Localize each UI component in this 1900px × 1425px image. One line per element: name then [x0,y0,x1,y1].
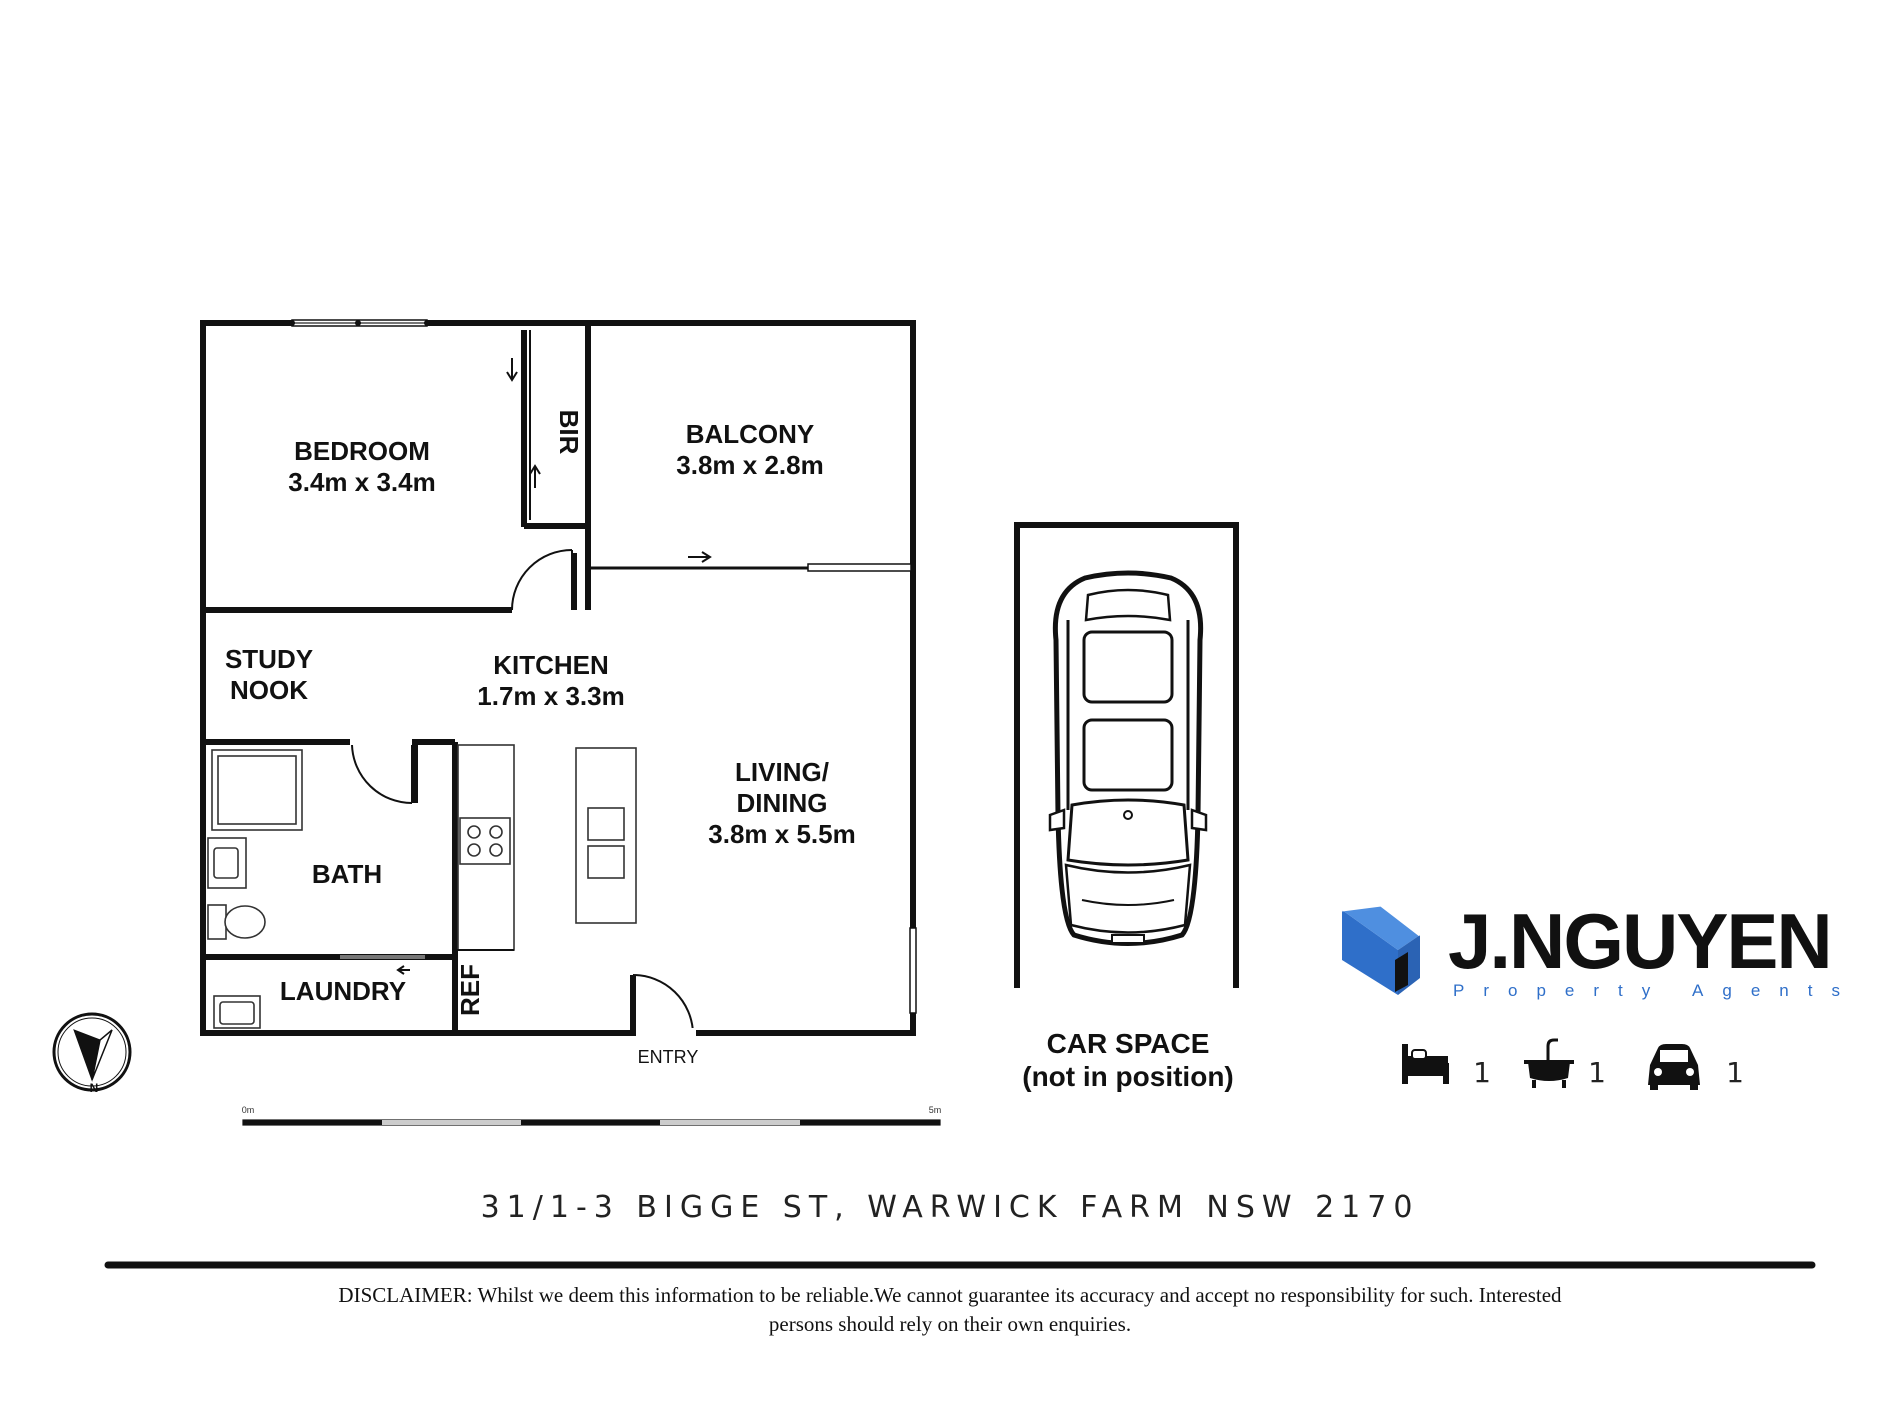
bir-arrow-top [506,358,518,382]
entry-label: ENTRY [638,1047,699,1067]
car-space-label-2: (not in position) [1022,1061,1234,1092]
compass-icon: N [52,1012,132,1095]
bedroom-count: 1 [1473,1056,1491,1089]
scale-end-label: 5m [929,1105,942,1115]
balcony-size: 3.8m x 2.8m [676,450,823,480]
balcony-window [807,563,912,572]
bedroom-door-swing [511,549,573,611]
entry-opening [636,1028,696,1036]
sink-bowl [587,807,625,841]
study-label-1: STUDY [225,644,313,674]
brand-tagline: Property Agents [1453,981,1859,1000]
brand-name: J.NGUYEN [1448,897,1831,985]
burner [489,825,503,839]
bed-icon [1402,1044,1449,1084]
ref-label: REF [455,964,485,1016]
scale-bar: 0m 5m [242,1105,942,1126]
entry-door-swing [632,974,694,1034]
bath-door-swing [351,744,413,804]
burner [467,843,481,857]
house-icon [1341,903,1421,995]
sink-bowl [587,845,625,879]
car-icon [1048,570,1208,946]
toilet-bowl [224,905,266,939]
shower-tray [217,755,297,825]
living-label-1: LIVING/ [735,757,829,787]
bathroom-count: 1 [1588,1056,1606,1089]
bath-icon [1524,1038,1574,1088]
basin [213,847,239,879]
disclaimer-line-2: persons should rely on their own enquiri… [769,1312,1131,1336]
floor-plan: BEDROOM 3.4m x 3.4m BIR BALCONY 3.8m x 2… [200,319,917,1067]
outer-wall [200,320,916,1036]
bedroom-size: 3.4m x 3.4m [288,467,435,497]
bath-label: BATH [312,859,382,889]
toilet-cistern [207,904,227,940]
disclaimer-line-1: DISCLAIMER: Whilst we deem this informat… [338,1283,1562,1307]
bedroom-window [289,319,430,327]
feature-counts: 1 1 1 [1402,1038,1744,1090]
scale-start-label: 0m [242,1105,255,1115]
car-space-label-1: CAR SPACE [1047,1028,1210,1059]
laundry-basin [219,1001,255,1025]
living-label-2: DINING [737,788,828,818]
laundry-label: LAUNDRY [280,976,406,1006]
living-window [909,927,917,1014]
kitchen-name: KITCHEN [493,650,609,680]
bedroom-name: BEDROOM [294,436,430,466]
cooktop [459,817,511,865]
living-size: 3.8m x 5.5m [708,819,855,849]
compass-north-label: N [90,1081,99,1095]
car-space: CAR SPACE (not in position) [1014,522,1239,1092]
property-address: 31/1-3 BIGGE ST, WARWICK FARM NSW 2170 [481,1190,1420,1225]
study-label-2: NOOK [230,675,308,705]
bir-arrow-bottom [529,464,541,488]
bir-label: BIR [554,410,584,455]
burner [467,825,481,839]
kitchen-size: 1.7m x 3.3m [477,681,624,711]
parking-count: 1 [1726,1056,1744,1089]
agency-logo: J.NGUYEN Property Agents [1341,897,1859,1000]
balcony-name: BALCONY [686,419,815,449]
burner [489,843,503,857]
car-icon [1648,1044,1700,1090]
balcony-arrow [688,551,712,563]
laundry-arrow [396,965,410,975]
